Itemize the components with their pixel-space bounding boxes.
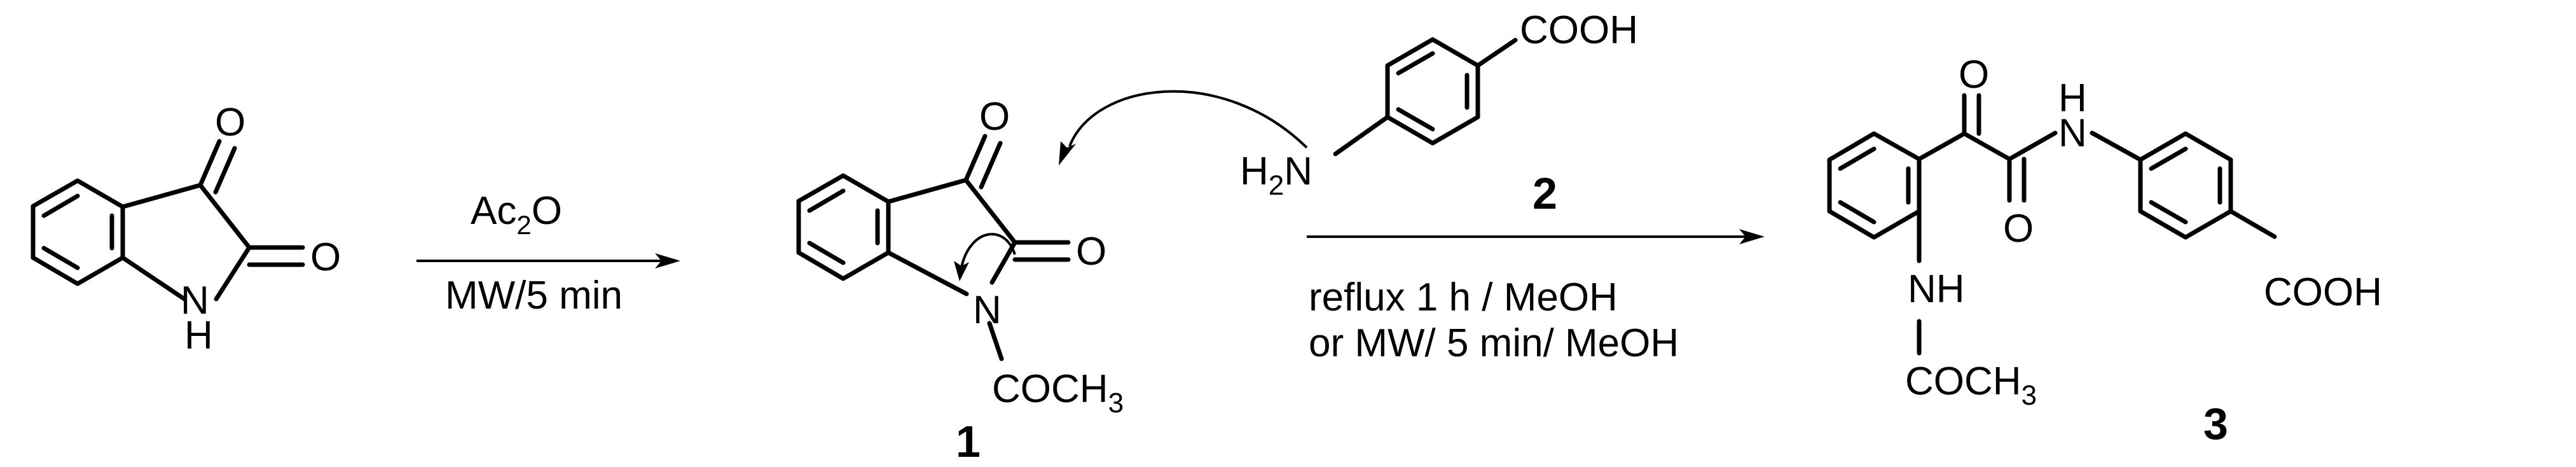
compound1-ring-arrowhead: [954, 261, 969, 281]
compound2-number: 2: [1533, 169, 1557, 218]
compound3-acetamido-nh: NH: [1908, 267, 1965, 311]
nucleophilic-attack-arrow: [1068, 90, 1308, 149]
isatin-ketone-oxygen: O: [215, 101, 245, 144]
compound1-ring-arrow: [960, 232, 1016, 268]
compound2-carboxyl-group: COOH: [1520, 8, 1638, 52]
compound1-amide-oxygen: O: [1076, 230, 1106, 274]
isatin-bonds: [31, 139, 305, 302]
compound1-bonds: [796, 134, 1071, 361]
isatin-structure: O O N H: [31, 101, 341, 358]
compound3-amide-nitrogen: N: [2058, 111, 2087, 155]
nucleophilic-attack-arrowhead: [1059, 141, 1076, 165]
step2-condition-line2: or MW/ 5 min/ MeOH: [1309, 321, 1679, 365]
isatin-amide-oxygen: O: [310, 235, 341, 279]
step1-condition: MW/5 min: [445, 274, 623, 317]
compound2-amino-group: H2N: [1240, 150, 1312, 201]
compound3-bonds: [1827, 93, 2277, 356]
isatin-nitrogen: N: [181, 279, 209, 323]
step1-arrow: [417, 253, 680, 268]
step2-condition-line1: reflux 1 h / MeOH: [1309, 275, 1618, 319]
compound1-structure: O O N COCH3: [796, 95, 1124, 419]
compound1-acetyl-group: COCH3: [992, 367, 1124, 419]
compound1-number: 1: [956, 417, 981, 466]
compound3-amide-oxygen: O: [2003, 207, 2034, 251]
compound3-amide-nh-hydrogen: H: [2058, 76, 2087, 120]
compound3-structure: O O H N NH COCH3 COOH: [1827, 53, 2382, 411]
isatin-nh-hydrogen: H: [184, 314, 213, 358]
step2-arrow: [1307, 229, 1765, 244]
compound1-nitrogen: N: [973, 288, 1002, 332]
compound3-number: 3: [2203, 399, 2228, 449]
compound1-ketone-oxygen: O: [979, 95, 1010, 139]
compound3-ketone-oxygen: O: [1959, 53, 1989, 97]
compound3-carboxyl-group: COOH: [2264, 270, 2382, 314]
compound2-structure: COOH H2N: [1240, 8, 1638, 201]
step1-reagent: Ac2O: [471, 189, 562, 240]
compound2-bonds: [1333, 37, 1518, 157]
compound3-acetyl-group: COCH3: [1905, 359, 2037, 411]
